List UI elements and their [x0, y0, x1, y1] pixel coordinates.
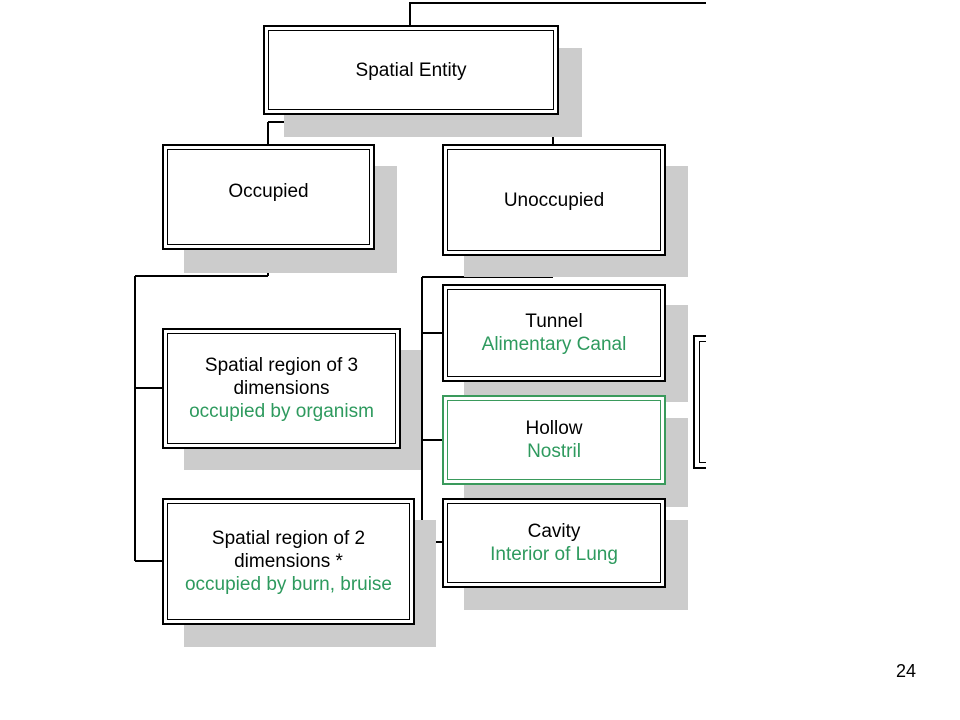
tunnel-node: Tunnel Alimentary Canal — [442, 284, 666, 382]
tunnel-example: Alimentary Canal — [481, 334, 627, 355]
page-number: 24 — [895, 661, 916, 681]
tunnel-label: Tunnel — [525, 311, 583, 332]
unoccupied-label: Unoccupied — [503, 189, 605, 211]
region3d-line2: dimensions — [233, 378, 330, 399]
unoccupied-node: Unoccupied — [442, 144, 666, 256]
diagram-area: Spatial Entity Occupied Unoccupied Spati… — [134, 2, 706, 647]
spatial-entity-node: Spatial Entity — [263, 25, 559, 115]
cropped-node — [693, 335, 706, 469]
spatial-entity-label: Spatial Entity — [355, 59, 467, 81]
region2d-example: occupied by burn, bruise — [184, 574, 392, 595]
hollow-label: Hollow — [525, 418, 583, 439]
hollow-node: Hollow Nostril — [442, 395, 666, 485]
spatial-region-2d-node: Spatial region of 2 dimensions * occupie… — [162, 498, 415, 625]
cavity-node: Cavity Interior of Lung — [442, 498, 666, 588]
spatial-region-3d-node: Spatial region of 3 dimensions occupied … — [162, 328, 401, 449]
region2d-line2: dimensions * — [234, 551, 343, 572]
hollow-example: Nostril — [527, 441, 581, 462]
root-parent-connector — [409, 2, 706, 28]
occupied-node: Occupied — [162, 144, 375, 250]
region3d-line1: Spatial region of 3 — [204, 355, 359, 376]
region2d-line1: Spatial region of 2 — [211, 528, 366, 549]
cavity-label: Cavity — [527, 521, 581, 542]
region3d-example: occupied by organism — [189, 401, 374, 422]
cavity-example: Interior of Lung — [490, 544, 618, 565]
occupied-label: Occupied — [228, 180, 309, 202]
